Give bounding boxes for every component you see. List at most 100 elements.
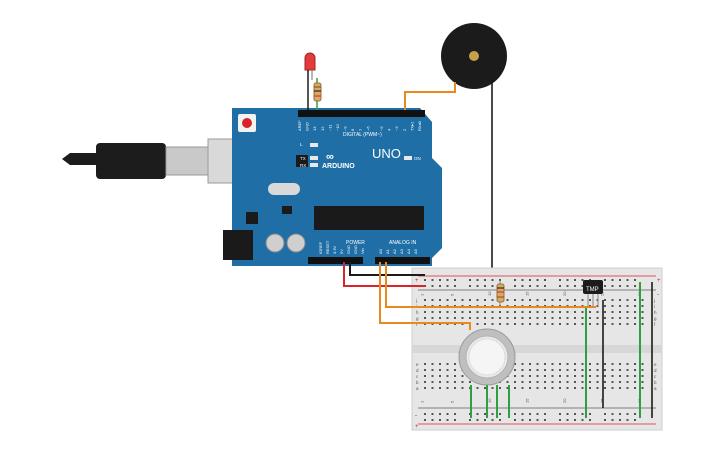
breadboard-hole [559, 311, 561, 313]
breadboard-hole [446, 369, 449, 371]
breadboard-hole [536, 369, 539, 371]
breadboard-hole [491, 285, 494, 287]
breadboard-hole [544, 369, 546, 371]
breadboard-hole [461, 317, 464, 319]
breadboard-hole [424, 317, 426, 319]
row-letter: g [416, 316, 419, 321]
breadboard-hole [581, 419, 584, 421]
breadboard-hole [559, 299, 561, 301]
digital-pin-label: 2 [402, 128, 407, 131]
digital-pin-label: 8 [350, 128, 355, 131]
power-header-label: POWER [346, 240, 365, 246]
breadboard-hole [484, 317, 486, 319]
breadboard-hole [431, 375, 434, 377]
breadboard-hole [589, 369, 591, 371]
column-number: 10 [487, 398, 492, 403]
breadboard-hole [604, 305, 606, 307]
breadboard-hole [641, 299, 644, 301]
digital-pin-label: 4 [387, 128, 392, 131]
breadboard-hole [536, 311, 539, 313]
breadboard-hole [596, 369, 599, 371]
breadboard-hole [619, 413, 621, 415]
breadboard-hole [446, 299, 449, 301]
breadboard-hole [536, 285, 539, 287]
breadboard-hole [454, 369, 456, 371]
breadboard-hole [536, 387, 539, 389]
breadboard-hole [514, 387, 516, 389]
breadboard-hole [514, 419, 516, 421]
breadboard-hole [611, 285, 614, 287]
breadboard-hole [544, 323, 546, 325]
column-number: 15 [525, 398, 530, 403]
breadboard-hole [634, 419, 636, 421]
breadboard-hole [611, 363, 614, 365]
breadboard-hole [469, 317, 471, 319]
breadboard-hole [506, 311, 509, 313]
breadboard-hole [521, 363, 524, 365]
column-number: 1 [420, 293, 425, 296]
breadboard-hole [506, 381, 509, 383]
breadboard-hole [491, 387, 494, 389]
breadboard-hole [566, 323, 569, 325]
breadboard-hole [626, 285, 629, 287]
breadboard-hole [559, 381, 561, 383]
breadboard-hole [514, 381, 516, 383]
breadboard-hole [619, 317, 621, 319]
breadboard-hole [581, 311, 584, 313]
breadboard-hole [574, 317, 576, 319]
reset-button[interactable] [242, 118, 252, 128]
rail-plus-label: + [657, 278, 661, 284]
breadboard-hole [619, 285, 621, 287]
breadboard-hole [529, 323, 531, 325]
breadboard-hole [469, 311, 471, 313]
led-tx-label: TX [300, 156, 306, 161]
breadboard-hole [619, 305, 621, 307]
analog-pin-label: A5 [413, 248, 418, 254]
row-letter: a [654, 386, 657, 391]
breadboard-resistor [496, 280, 505, 306]
breadboard-hole [604, 419, 606, 421]
digital-pin-label: TX▸1 [409, 121, 414, 131]
breadboard-hole [551, 299, 554, 301]
breadboard-hole [439, 317, 441, 319]
digital-pin-label: 13 [312, 126, 317, 131]
breadboard-hole [529, 299, 531, 301]
breadboard-hole [641, 369, 644, 371]
row-letter: b [416, 380, 419, 385]
breadboard-hole [424, 279, 426, 281]
breadboard-hole [619, 323, 621, 325]
breadboard-hole [439, 413, 441, 415]
breadboard-hole [424, 375, 426, 377]
breadboard-hole [536, 323, 539, 325]
breadboard-hole [581, 299, 584, 301]
row-letter: a [416, 386, 419, 391]
breadboard-hole [499, 323, 501, 325]
breadboard-hole [566, 375, 569, 377]
breadboard-hole [521, 323, 524, 325]
breadboard-hole [619, 279, 621, 281]
breadboard-hole [544, 419, 546, 421]
row-letter: i [654, 304, 655, 309]
breadboard-hole [536, 381, 539, 383]
breadboard-hole [611, 387, 614, 389]
breadboard-hole [596, 381, 599, 383]
breadboard-hole [521, 369, 524, 371]
breadboard-hole [461, 299, 464, 301]
breadboard-hole [491, 413, 494, 415]
digital-pin-label: RX◂0 [417, 120, 422, 131]
breadboard-hole [566, 299, 569, 301]
wire-5v [343, 262, 425, 287]
breadboard-hole [566, 381, 569, 383]
breadboard-hole [536, 317, 539, 319]
breadboard-hole [514, 285, 516, 287]
breadboard-hole [536, 279, 539, 281]
breadboard-hole [529, 363, 531, 365]
breadboard-hole [446, 387, 449, 389]
breadboard-hole [476, 323, 479, 325]
breadboard-hole [589, 323, 591, 325]
breadboard-hole [551, 375, 554, 377]
breadboard-hole [566, 369, 569, 371]
breadboard-hole [566, 419, 569, 421]
